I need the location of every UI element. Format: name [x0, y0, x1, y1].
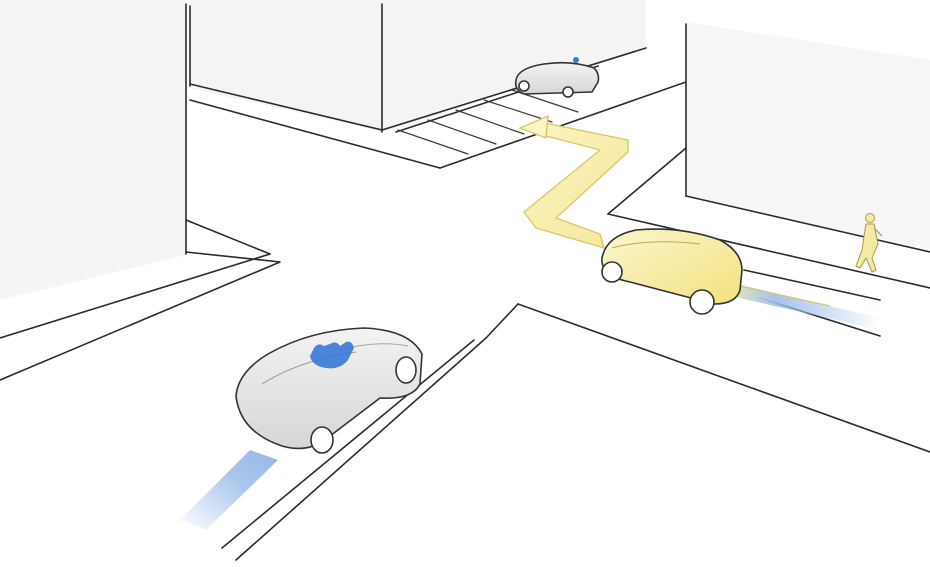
- car-icon: [601, 228, 743, 315]
- building-top-center: [189, 0, 647, 133]
- beacon-icon: [573, 57, 579, 63]
- sensor-trail-left: [180, 450, 278, 530]
- hand-signal-icon: [310, 341, 354, 369]
- planned-path: [519, 115, 880, 330]
- building-right: [685, 22, 930, 253]
- arrow-icon: [519, 115, 549, 139]
- building-left: [0, 0, 187, 300]
- pedestrian-icon: [855, 213, 883, 273]
- car-icon: [514, 57, 600, 98]
- car-icon: [235, 327, 423, 454]
